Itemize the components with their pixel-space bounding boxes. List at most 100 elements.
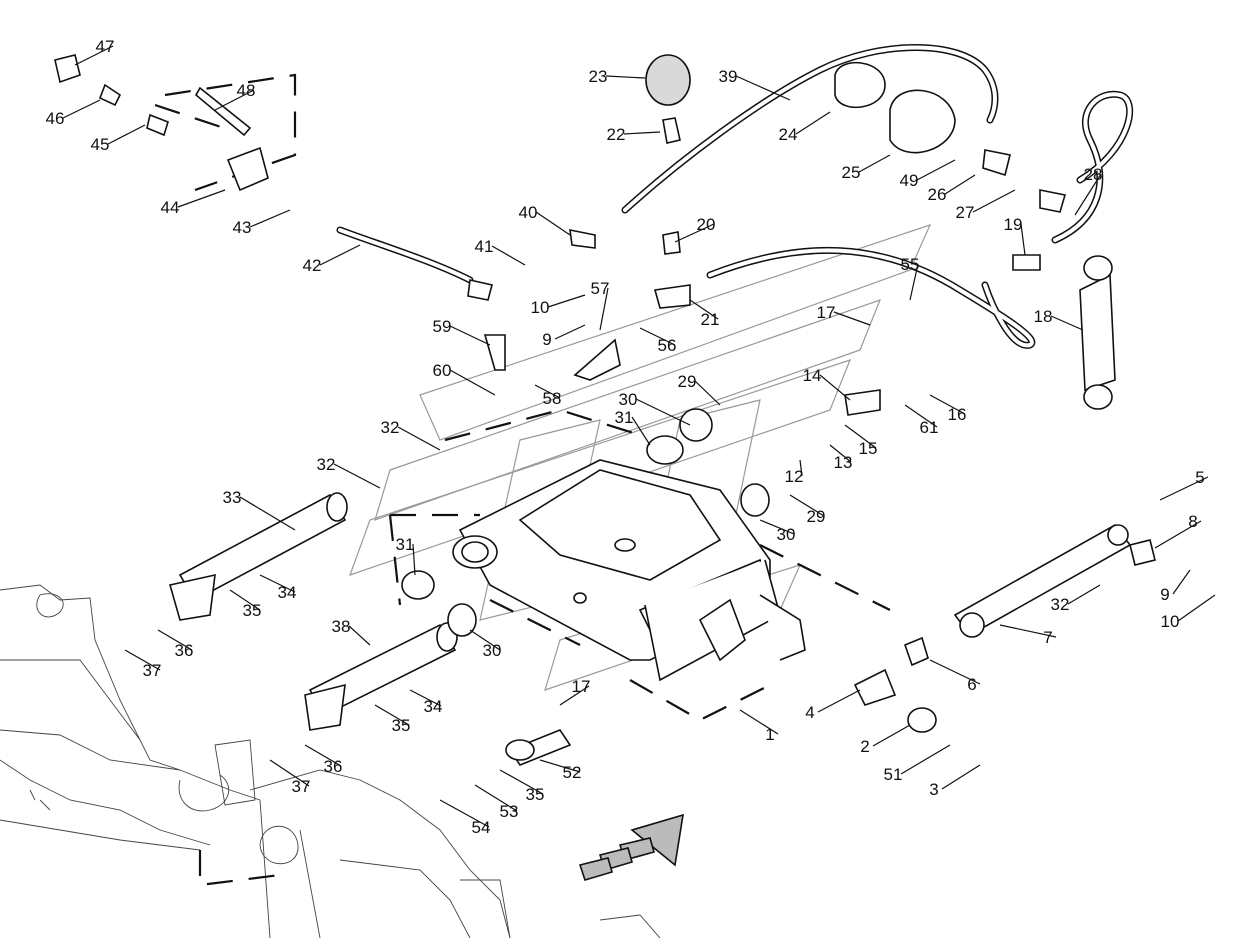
leader-line-p37b — [269, 759, 310, 787]
leader-line-p52 — [539, 759, 581, 773]
leader-line-p49 — [916, 159, 956, 181]
leader-line-p27 — [972, 189, 1016, 213]
leader-line-p15 — [844, 424, 877, 449]
leader-line-p57 — [599, 287, 609, 331]
callout-p15: 15 — [859, 439, 878, 458]
leader-line-p46 — [62, 99, 101, 119]
callout-p14: 14 — [803, 366, 822, 385]
leader-line-p53 — [474, 784, 518, 812]
callout-p53: 53 — [500, 802, 519, 821]
callout-p60: 60 — [433, 361, 452, 380]
callout-p54: 54 — [472, 818, 491, 837]
callout-p25: 25 — [842, 163, 861, 182]
callout-p26: 26 — [928, 185, 947, 204]
leader-line-p18 — [1050, 315, 1084, 331]
callout-p36b: 36 — [324, 757, 343, 776]
leader-line-p59 — [449, 325, 491, 346]
callout-p39: 39 — [719, 67, 738, 86]
callout-p35c: 35 — [526, 785, 545, 804]
leader-line-p58 — [534, 384, 561, 399]
callout-p13: 13 — [834, 453, 853, 472]
callout-p61: 61 — [920, 418, 939, 437]
callout-p37b: 37 — [292, 777, 311, 796]
leader-line-p60 — [449, 369, 496, 396]
callout-p40: 40 — [519, 203, 538, 222]
callout-p7: 7 — [1043, 628, 1052, 647]
callout-p17a: 17 — [817, 303, 836, 322]
callout-p34a: 34 — [278, 583, 297, 602]
callout-p4: 4 — [805, 703, 814, 722]
callout-p27: 27 — [956, 203, 975, 222]
callout-p59: 59 — [433, 317, 452, 336]
leader-line-p32b — [333, 463, 381, 489]
leader-line-p2 — [872, 724, 911, 747]
leader-line-p37a — [124, 649, 161, 671]
leader-line-p17a — [833, 311, 871, 326]
assembly-outline — [154, 73, 891, 887]
leader-line-p9b — [554, 324, 586, 340]
leader-line-p13 — [829, 444, 852, 463]
callout-p31b: 31 — [396, 535, 415, 554]
callout-p29a: 29 — [678, 372, 697, 391]
callout-p56: 56 — [658, 336, 677, 355]
leader-line-p26 — [944, 174, 976, 195]
callout-p37a: 37 — [143, 661, 162, 680]
callout-p9b: 9 — [542, 330, 551, 349]
leader-line-p44 — [177, 189, 226, 208]
callout-p43: 43 — [233, 218, 252, 237]
callout-p35a: 35 — [243, 601, 262, 620]
leader-line-p20 — [674, 223, 715, 243]
leader-line-p22 — [623, 131, 661, 135]
callout-p20: 20 — [697, 215, 716, 234]
leader-line-p9a — [1172, 569, 1191, 595]
callout-p24: 24 — [779, 125, 798, 144]
callout-p51: 51 — [884, 765, 903, 784]
leader-line-p41 — [491, 245, 526, 266]
leader-line-p36a — [157, 629, 193, 651]
callout-p57: 57 — [591, 279, 610, 298]
callout-p38: 38 — [332, 617, 351, 636]
callout-p21: 21 — [701, 310, 720, 329]
leader-line-p36b — [304, 744, 342, 767]
leader-line-p31b — [412, 543, 416, 576]
leader-line-p39 — [735, 75, 791, 101]
leader-line-p10a — [1177, 594, 1216, 622]
callout-p32c: 32 — [1051, 595, 1070, 614]
leader-line-p47 — [74, 45, 114, 66]
callout-p10b: 10 — [531, 298, 550, 317]
tractor-frame — [0, 584, 661, 938]
callout-p55: 55 — [901, 255, 920, 274]
callout-numbers: 1234567899101012131415161717181920212223… — [46, 37, 1205, 837]
callout-p45: 45 — [91, 135, 110, 154]
leader-line-p1 — [739, 709, 779, 735]
leader-line-p30a — [635, 398, 691, 426]
leader-line-p43 — [249, 209, 291, 228]
callout-p1: 1 — [765, 725, 774, 744]
leader-line-p6 — [929, 659, 981, 685]
callout-p23: 23 — [589, 67, 608, 86]
leader-line-p34b — [409, 689, 442, 707]
callout-p22: 22 — [607, 125, 626, 144]
leader-line-p42 — [319, 244, 361, 266]
callout-p16: 16 — [948, 405, 967, 424]
callout-p32b: 32 — [317, 455, 336, 474]
leader-line-p33 — [239, 496, 296, 531]
callout-p28: 28 — [1084, 165, 1103, 184]
leader-line-p25 — [858, 154, 891, 173]
leader-line-p54 — [439, 799, 490, 828]
leader-line-p61 — [904, 404, 938, 428]
callout-p12: 12 — [785, 467, 804, 486]
leader-line-p45 — [107, 124, 146, 145]
callout-p18: 18 — [1034, 307, 1053, 326]
leader-line-p31a — [631, 416, 651, 446]
leader-line-p19 — [1020, 223, 1026, 256]
callout-p8: 8 — [1188, 512, 1197, 531]
rocker-housing — [452, 459, 806, 682]
leader-line-p29a — [694, 380, 721, 406]
callout-p19: 19 — [1004, 215, 1023, 234]
leader-line-p48 — [214, 89, 255, 111]
leader-line-p24 — [795, 111, 831, 135]
callout-p30b: 30 — [777, 525, 796, 544]
callout-p6: 6 — [967, 675, 976, 694]
callout-p34b: 34 — [424, 697, 443, 716]
